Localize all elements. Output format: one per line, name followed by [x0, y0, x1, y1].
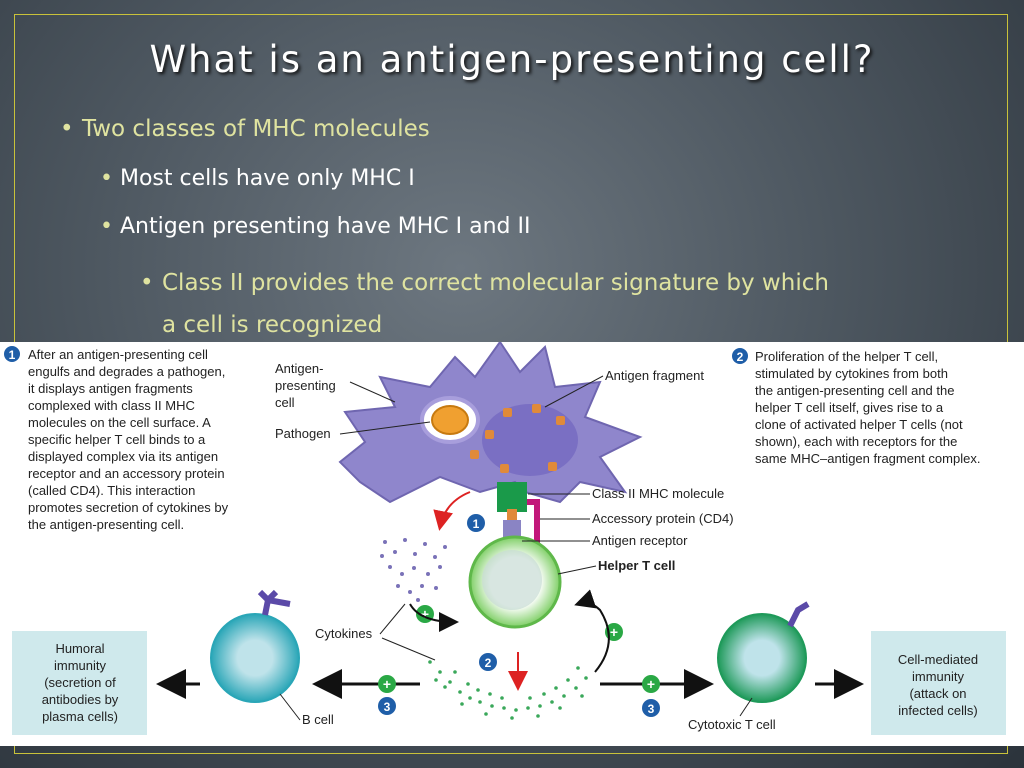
apc-label: Antigen- — [275, 361, 323, 376]
pathogen-label: Pathogen — [275, 426, 331, 441]
step1-badge — [4, 346, 20, 362]
svg-text:+: + — [421, 606, 429, 622]
step3-badge-right: 3 — [642, 699, 660, 717]
step2-line: stimulated by cytokines from both — [755, 366, 948, 381]
humoral-box — [12, 631, 147, 735]
humoral-line: (secretion of — [44, 675, 116, 690]
svg-text:+: + — [647, 676, 655, 692]
bullet-dot: • — [100, 214, 120, 239]
accessory-label: Accessory protein (CD4) — [592, 511, 734, 526]
step2-line: clone of activated helper T cells (not — [755, 417, 963, 432]
step2-line: shown), each with receptors for the — [755, 434, 957, 449]
step1-line: molecules on the cell surface. A — [28, 415, 211, 430]
bullet-text: Most cells have only MHC I — [119, 166, 415, 191]
step1-inline-badge — [467, 514, 485, 532]
bullet-dot: • — [140, 270, 154, 296]
humoral-line: Humoral — [55, 641, 104, 656]
figure-svg: 1 After an antigen-presenting cell engul… — [4, 342, 1006, 735]
step1-line: it displays antigen fragments — [28, 381, 193, 396]
humoral-line: plasma cells) — [42, 709, 118, 724]
bullet-level3: • Class II provides the correct molecular… — [140, 262, 960, 346]
cytokines-label: Cytokines — [315, 626, 373, 641]
cytotoxic-label: Cytotoxic T cell — [688, 717, 776, 732]
helper-label: Helper T cell — [598, 558, 675, 573]
bcell-label: B cell — [302, 712, 334, 727]
b-cell — [210, 613, 300, 703]
cytotoxic-t-cell — [717, 613, 807, 703]
step1-line: complexed with class II MHC — [28, 398, 195, 413]
step2-number: 2 — [737, 350, 744, 364]
cellmediated-line: Cell-mediated — [898, 652, 978, 667]
step2-line: helper T cell itself, gives rise to a — [755, 400, 944, 415]
step1-line: After an antigen-presenting cell — [28, 347, 208, 362]
class2-mhc — [497, 482, 527, 512]
step1-line: displayed complex via its antigen — [28, 449, 218, 464]
bullet-level1: • Two classes of MHC molecules — [60, 116, 430, 142]
receptor-label: Antigen receptor — [592, 533, 688, 548]
cellmediated-box — [871, 631, 1006, 735]
svg-text:+: + — [383, 676, 391, 692]
step1-line: promotes secretion of cytokines by — [28, 500, 229, 515]
cellmediated-line: (attack on — [909, 686, 966, 701]
step1-line: (called CD4). This interaction — [28, 483, 195, 498]
step1-line: engulfs and degrades a pathogen, — [28, 364, 225, 379]
step2-inline-badge — [479, 653, 497, 671]
helper-nucleus — [482, 550, 542, 610]
bullet-level2-a: • Most cells have only MHC I — [100, 166, 415, 191]
svg-text:3: 3 — [384, 700, 391, 714]
humoral-line: immunity — [54, 658, 107, 673]
b-cell-receptor — [257, 589, 291, 616]
apc-label: cell — [275, 395, 295, 410]
bullet-dot: • — [60, 116, 74, 142]
arrow-cytokine-to-helper — [409, 603, 459, 632]
plus-badge: + — [642, 675, 660, 693]
svg-text:+: + — [610, 624, 618, 640]
immune-response-figure: 1 After an antigen-presenting cell engul… — [0, 342, 1024, 746]
antigen-fragments — [470, 404, 565, 473]
cytotoxic-receptor — [787, 601, 810, 628]
svg-text:3: 3 — [648, 702, 655, 716]
step2-line: the antigen-presenting cell and the — [755, 383, 954, 398]
bullet-text: Antigen presenting have MHC I and II — [119, 214, 531, 239]
step1-line: receptor and an accessory protein — [28, 466, 225, 481]
step1-number: 1 — [9, 348, 16, 362]
step1-line: specific helper T cell binds to a — [28, 432, 206, 447]
arrow-self-stimulation — [574, 589, 610, 673]
bullet-text-line1: Class II provides the correct molecular … — [162, 270, 829, 296]
step2-line: same MHC–antigen fragment complex. — [755, 451, 980, 466]
antigen-fragment-label: Antigen fragment — [605, 368, 704, 383]
bullet-dot: • — [100, 166, 120, 191]
step2-badge — [732, 348, 748, 364]
cellmediated-line: immunity — [912, 669, 965, 684]
bullet-text-line2: a cell is recognized — [162, 312, 383, 338]
bullet-text: Two classes of MHC molecules — [82, 116, 430, 142]
red-arrow-apc — [433, 491, 471, 531]
step3-badge-left: 3 — [378, 697, 396, 715]
cellmediated-line: infected cells) — [898, 703, 977, 718]
humoral-line: antibodies by — [42, 692, 119, 707]
step2-inline-number: 2 — [485, 656, 492, 670]
step2-line: Proliferation of the helper T cell, — [755, 349, 938, 364]
class2-label: Class II MHC molecule — [592, 486, 724, 501]
pathogen — [431, 405, 469, 435]
slide-title: What is an antigen-presenting cell? — [149, 38, 875, 81]
apc-label: presenting — [275, 378, 336, 393]
apc-nucleus — [482, 404, 578, 476]
bullet-level2-b: • Antigen presenting have MHC I and II — [100, 214, 531, 239]
bound-antigen — [507, 509, 517, 521]
cytokines-apc — [380, 538, 447, 602]
plus-badge: + — [378, 675, 396, 693]
cytokines-helper — [428, 660, 588, 720]
step1-line: the antigen-presenting cell. — [28, 517, 184, 532]
cd4 — [527, 499, 540, 547]
step1-inline-number: 1 — [473, 517, 480, 531]
